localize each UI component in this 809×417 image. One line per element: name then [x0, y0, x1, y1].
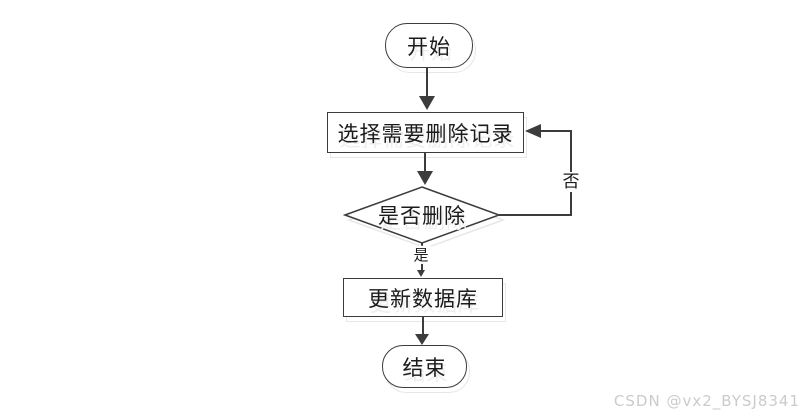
node-decision-diamond [343, 186, 502, 244]
node-end-label: 结束 [402, 355, 447, 380]
node-start-label: 开始 [407, 34, 451, 59]
edge-start-to-select-line [426, 68, 428, 97]
node-start: 开始 [385, 23, 473, 68]
node-select-records: 选择需要删除记录 [327, 112, 524, 153]
node-select-records-label: 选择需要删除记录 [337, 121, 514, 146]
node-update-db: 更新数据库 [343, 278, 503, 317]
node-decision: 是否删除 [345, 188, 499, 242]
edge-label-yes: 是 [411, 246, 431, 264]
edge-update-to-end-arrowhead-icon [415, 334, 429, 345]
edge-no-bottom-line [499, 214, 571, 216]
edge-no-top-line [541, 130, 571, 132]
edge-yes-arrowhead-icon [417, 270, 425, 277]
node-end: 结束 [382, 345, 467, 388]
edge-update-to-end-line [422, 317, 424, 334]
edge-start-to-select-arrowhead-icon [419, 96, 435, 110]
watermark: CSDN @vx2_BYSJ8341 [613, 392, 800, 410]
edge-select-to-decision-line [424, 153, 426, 172]
node-update-db-label: 更新数据库 [368, 286, 478, 311]
node-decision-label: 是否删除 [378, 204, 466, 228]
edge-label-no: 否 [561, 171, 581, 192]
edge-select-to-decision-arrowhead-icon [417, 171, 433, 185]
edge-no-arrowhead-icon [525, 124, 541, 138]
